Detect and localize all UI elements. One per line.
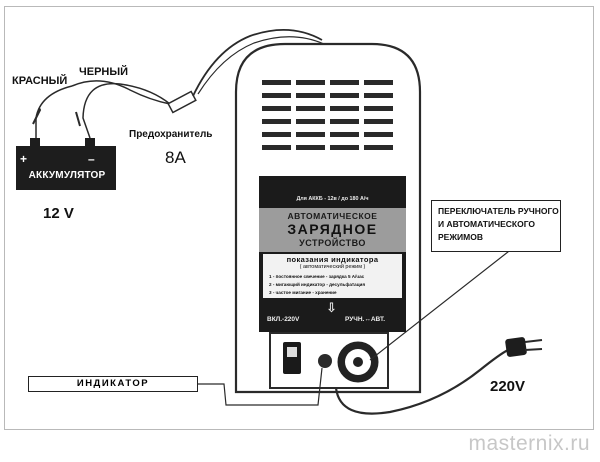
- fuse-label: Предохранитель: [129, 129, 213, 140]
- battery-label: АККУМУЛЯТОР: [28, 170, 106, 181]
- switch-callout-line-3: РЕЖИМОВ: [438, 232, 483, 242]
- mains-voltage: 220V: [490, 378, 526, 395]
- panel-title-3: УСТРОЙСТВО: [299, 238, 366, 248]
- battery-voltage: 12 V: [43, 205, 74, 222]
- panel-power-label: ВКЛ.-220V: [267, 316, 300, 323]
- legend-header: показания индикатора: [286, 255, 379, 264]
- fuse-rating: 8А: [165, 148, 186, 167]
- power-switch: [283, 342, 301, 374]
- panel-title-band: [259, 208, 406, 252]
- vent-slots: [262, 80, 393, 150]
- mains-cord: [334, 349, 509, 415]
- indicator-led: [318, 354, 332, 368]
- legend-item-3: 3 - частое мигание - хранение: [269, 290, 337, 295]
- mains-plug: [505, 337, 543, 357]
- watermark: masternix.ru: [468, 432, 590, 455]
- black-wire-label: ЧЕРНЫЙ: [79, 66, 129, 78]
- panel-title-1: АВТОМАТИЧЕСКОЕ: [287, 211, 378, 221]
- front-label-panel: Для АККБ - 12в / до 180 А/ч АВТОМАТИЧЕСК…: [259, 176, 406, 332]
- legend-subheader: ( автоматический режим ): [299, 264, 366, 270]
- battery-plus: +: [20, 152, 28, 166]
- indicator-leader: [198, 367, 323, 406]
- switch-callout-line-2: И АВТОМАТИЧЕСКОГО: [438, 219, 536, 229]
- fuse: [167, 90, 197, 114]
- battery-minus: –: [88, 152, 95, 166]
- red-wire-label: КРАСНЫЙ: [12, 75, 68, 87]
- down-arrow-icon: ⇩: [326, 300, 337, 315]
- charger-output-cable: [192, 28, 323, 97]
- legend-item-2: 2 - мигающий индикатор - десульфатация: [269, 282, 366, 287]
- panel-title-2: ЗАРЯДНОЕ: [287, 221, 378, 237]
- indicator-callout: ИНДИКАТОР: [28, 376, 198, 392]
- diagram-border: [4, 6, 594, 430]
- panel-indicator-legend: показания индикатора ( автоматический ре…: [263, 254, 402, 298]
- switch-callout-line-1: ПЕРЕКЛЮЧАТЕЛЬ РУЧНОГО: [438, 206, 559, 216]
- legend-item-1: 1 - постоянное свечение - зарядка 5 А/ча…: [269, 274, 365, 279]
- switch-callout: ПЕРЕКЛЮЧАТЕЛЬ РУЧНОГО И АВТОМАТИЧЕСКОГО …: [431, 200, 561, 252]
- panel-spec: Для АККБ - 12в / до 180 А/ч: [296, 196, 369, 202]
- battery-body: [16, 146, 116, 190]
- red-wire: [35, 85, 73, 138]
- black-wire: [82, 82, 171, 139]
- panel-mode-label: РУЧН.↔АВТ.: [345, 316, 386, 323]
